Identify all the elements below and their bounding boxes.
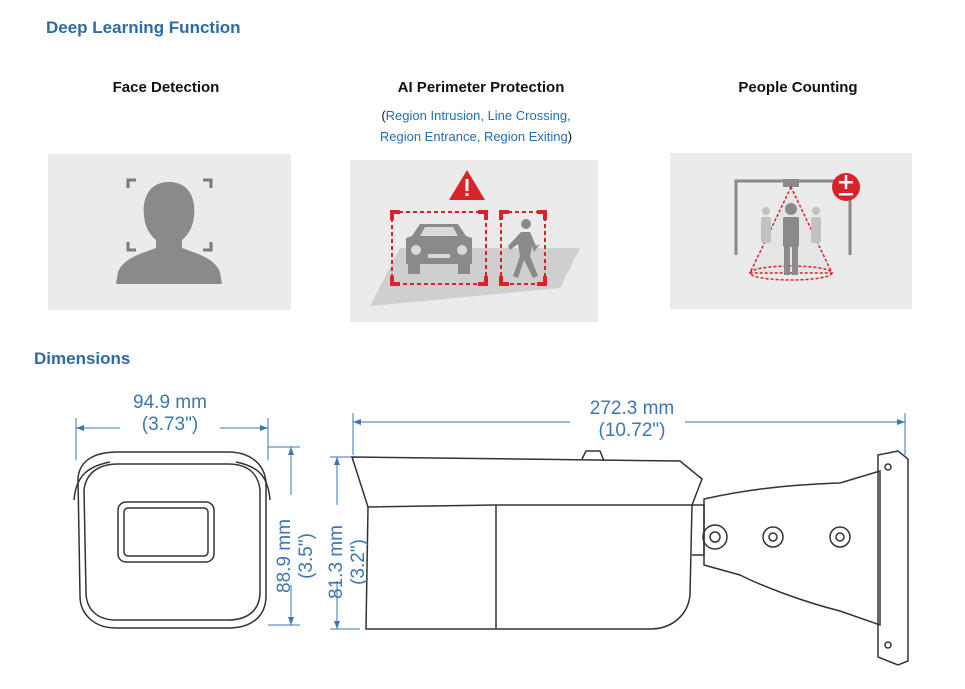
front-height-mm: 88.9 mm [274, 519, 295, 593]
front-width-mm: 94.9 mm [133, 392, 207, 413]
feature-title-people-counting: People Counting [738, 79, 858, 96]
plus-minus-badge-icon [832, 173, 860, 201]
front-height-in: (3.5") [296, 533, 317, 579]
section-title-deep-learning: Deep Learning Function [46, 18, 241, 37]
face-detection-panel [48, 154, 291, 310]
feature-subtitle-ai-perimeter: (Region Intrusion, Line Crossing, Region… [331, 105, 621, 147]
paren-close: ) [567, 129, 573, 144]
front-width-in: (3.73") [141, 414, 199, 435]
length-in: (10.72") [598, 420, 666, 441]
side-height-mm: 81.3 mm [326, 525, 347, 599]
length-mm: 272.3 mm [589, 398, 675, 419]
length-label: 272.3 mm (10.72") [562, 398, 702, 442]
people-counting-icon [734, 173, 860, 281]
front-width-label: 94.9 mm (3.73") [110, 392, 230, 436]
camera-front-view [73, 418, 300, 629]
camera-side-view [330, 413, 909, 666]
perimeter-scene [370, 170, 580, 306]
warning-triangle-icon [449, 170, 485, 200]
section-title-dimensions: Dimensions [34, 349, 131, 368]
front-height-label: 88.9 mm (3.5") [274, 496, 318, 616]
subtitle-line-1: Region Intrusion, Line Crossing, [385, 108, 571, 123]
feature-title-ai-perimeter: AI Perimeter Protection [397, 79, 565, 96]
ai-perimeter-panel [350, 160, 598, 322]
subtitle-line-2: Region Entrance, Region Exiting [379, 129, 568, 144]
feature-title-face-detection: Face Detection [112, 79, 220, 96]
car-icon [406, 224, 472, 274]
side-height-in: (3.2") [348, 539, 369, 585]
walking-person-icon [508, 219, 540, 278]
paren-open: ( [381, 108, 386, 123]
people-counting-panel [670, 153, 912, 309]
side-height-label: 81.3 mm (3.2") [326, 502, 370, 622]
face-detection-icon [116, 178, 222, 284]
